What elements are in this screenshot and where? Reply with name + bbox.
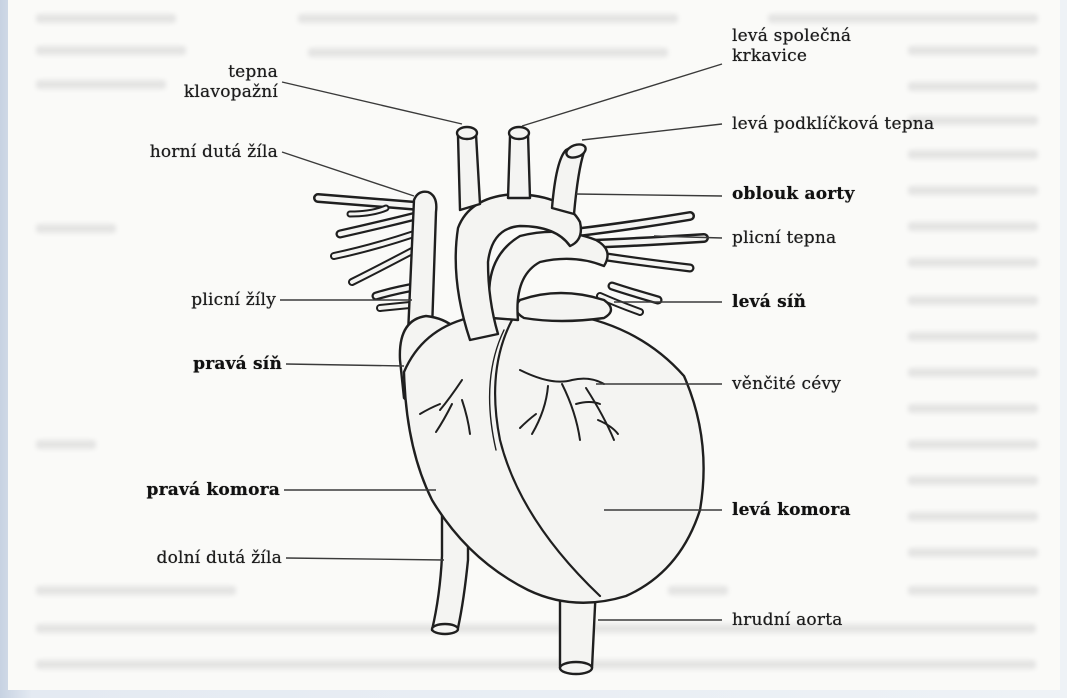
label-leva-sin: levá síň — [732, 292, 806, 312]
left-atrium — [516, 293, 611, 321]
label-hrudni-aorta: hrudní aorta — [732, 610, 843, 630]
label-leva-komora: levá komora — [732, 500, 851, 520]
label-vencite-cevy: věnčité cévy — [732, 374, 841, 394]
label-prava-sin: pravá síň — [100, 354, 282, 374]
label-horni-duta-zila: horní dutá žíla — [60, 142, 278, 162]
label-dolni-duta-zila: dolní dutá žíla — [40, 548, 282, 568]
label-tepna-klavopazni: tepna klavopažní — [140, 62, 278, 102]
left-common-carotid — [508, 130, 530, 198]
brachiocephalic-artery — [458, 130, 480, 210]
label-oblouk-aorty: oblouk aorty — [732, 184, 855, 204]
label-leva-podklickova-tepna: levá podklíčková tepna — [732, 114, 934, 134]
label-plicni-tepna: plicní tepna — [732, 228, 836, 248]
superior-vena-cava — [408, 192, 436, 334]
left-pulmonary-branches — [318, 198, 420, 308]
label-prava-komora: pravá komora — [40, 480, 280, 500]
label-leva-spolecna-krkavice: levá společná krkavice — [732, 26, 851, 66]
label-plicni-zily: plicní žíly — [100, 290, 276, 310]
